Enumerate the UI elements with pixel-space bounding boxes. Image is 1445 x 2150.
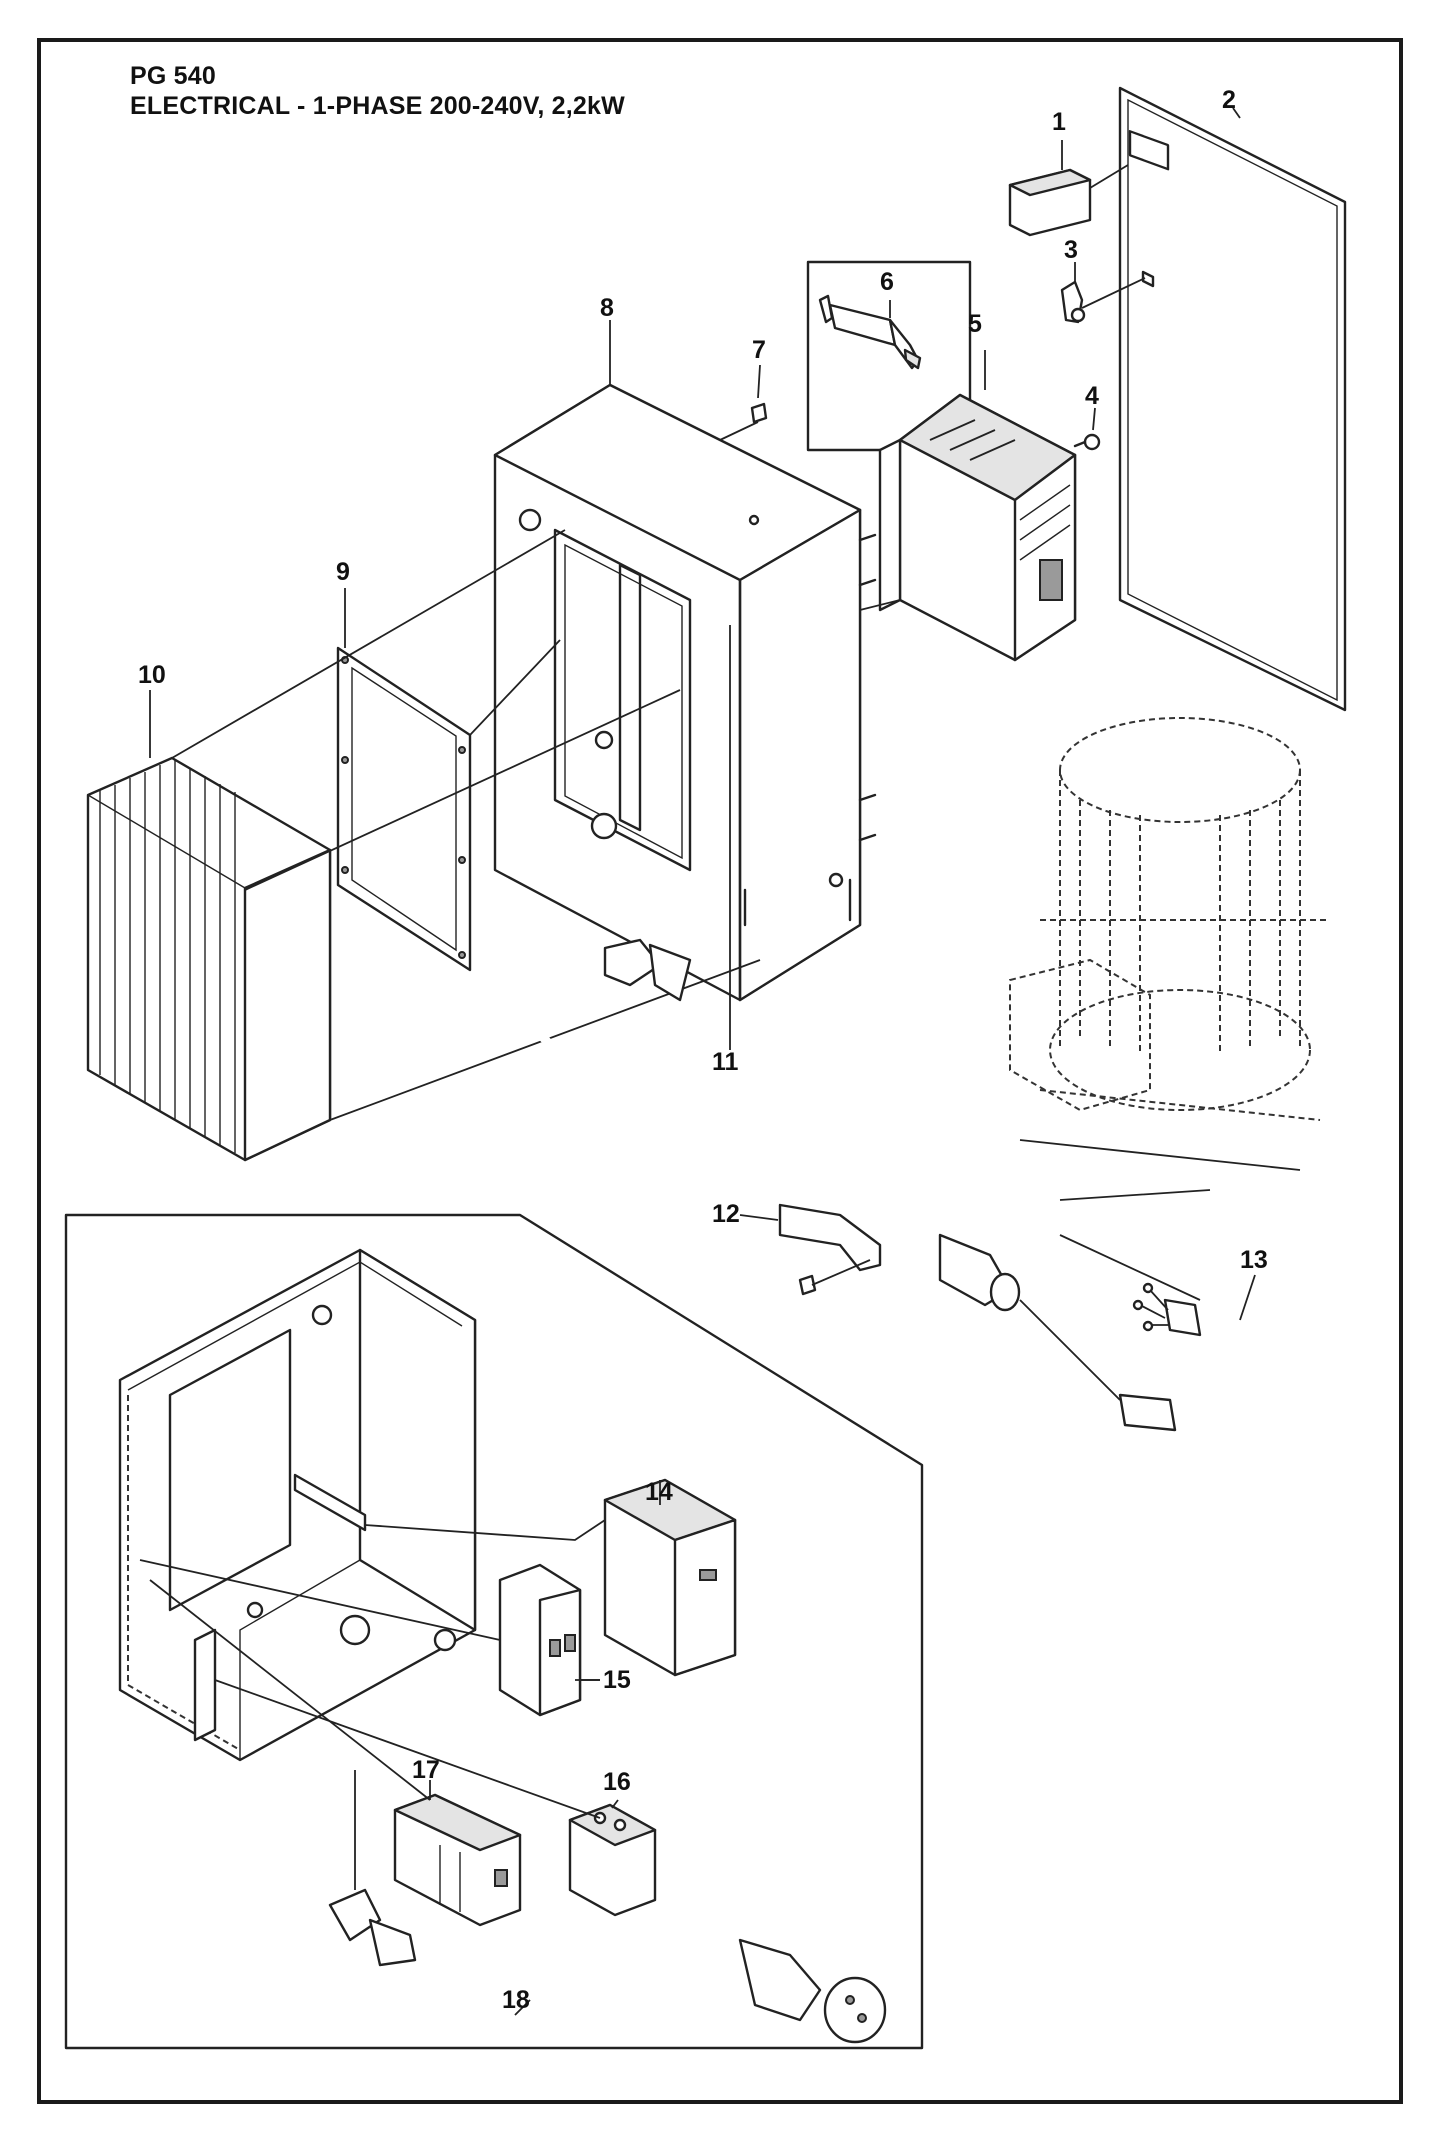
motor-outline [1009, 717, 1330, 1201]
part-2-cover-plate [1118, 86, 1347, 712]
callout-6: 6 [880, 268, 894, 296]
callout-5: 5 [968, 310, 982, 338]
callout-labels: 1 2 3 4 5 6 7 8 9 10 11 12 13 14 15 16 1… [138, 86, 1268, 2016]
callout-18: 18 [502, 1986, 530, 2014]
part-3-latch [1060, 277, 1146, 324]
callout-9: 9 [336, 558, 350, 586]
part-4-screw [1073, 433, 1101, 451]
part-5-drive-unit [878, 393, 1077, 662]
part-17-contactor [149, 1579, 522, 1927]
callout-11: 11 [712, 1048, 739, 1076]
part-14-power-supply [364, 1478, 737, 1677]
part-1-switch [1008, 164, 1129, 237]
part-8-box-housing [493, 383, 877, 1002]
part-15-circuit-breaker [139, 1559, 600, 1717]
callout-13: 13 [1240, 1246, 1268, 1274]
open-enclosure-box [118, 1248, 477, 1762]
callout-8: 8 [600, 294, 614, 322]
callout-16: 16 [603, 1768, 631, 1796]
part-18-power-cable [328, 1770, 887, 2044]
callout-7: 7 [752, 336, 766, 364]
callout-12: 12 [712, 1200, 740, 1228]
callout-14: 14 [645, 1478, 673, 1506]
part-12-cable-clamp [778, 1203, 882, 1296]
part-11-motor-cable [509, 938, 1021, 1312]
part-9-gasket [336, 646, 472, 972]
callout-4: 4 [1085, 382, 1099, 410]
callout-3: 3 [1064, 236, 1078, 264]
part-13-motor-cable [1019, 1234, 1267, 1434]
drawing-frame [37, 38, 1403, 2104]
callout-15: 15 [603, 1666, 631, 1694]
lower-inset-frame [64, 1213, 924, 2050]
model-title: PG 540 [130, 62, 216, 90]
callout-17: 17 [412, 1756, 440, 1784]
drawing-description: ELECTRICAL - 1-PHASE 200-240V, 2,2kW [130, 92, 625, 120]
callout-10: 10 [138, 661, 166, 689]
callout-2: 2 [1222, 86, 1236, 114]
part-16-relay [214, 1679, 657, 1917]
callout-1: 1 [1052, 108, 1066, 136]
part-7-screw [719, 402, 768, 441]
part-10-heat-sink [86, 756, 332, 1162]
